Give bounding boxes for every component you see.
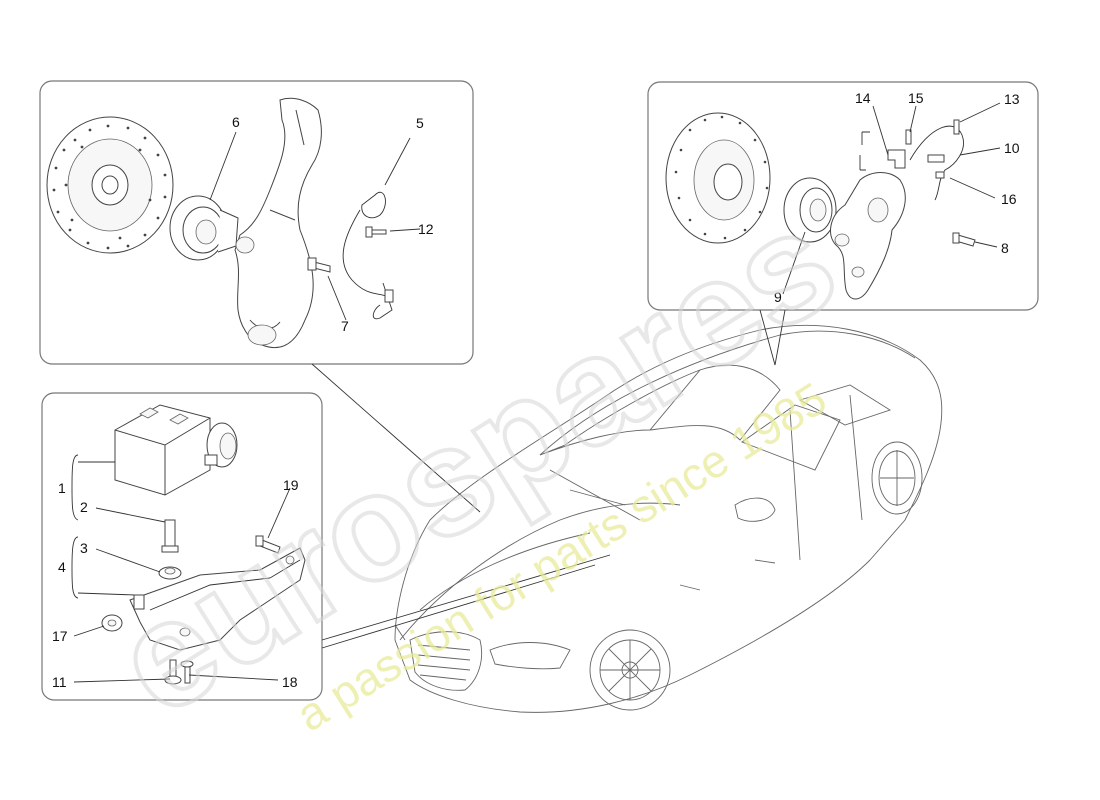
callout-18: 18 <box>282 674 298 690</box>
callout-2: 2 <box>80 499 88 515</box>
callout-5: 5 <box>416 115 424 131</box>
abs-rubber-grommet <box>158 566 182 580</box>
rear-brake-disc <box>665 112 771 244</box>
abs-mounting-stud <box>161 519 179 553</box>
front-brake-disc <box>46 116 174 254</box>
callout-16: 16 <box>1001 191 1017 207</box>
abs-lower-bolt <box>133 594 145 610</box>
abs-mounting-bracket <box>129 547 306 651</box>
rear-hub-bolt <box>952 232 976 247</box>
rear-screw-15 <box>905 129 912 145</box>
rear-hub-panel: 14 15 13 10 16 8 9 <box>647 81 1039 366</box>
abs-module-panel: 1 2 3 4 19 17 11 18 <box>41 392 611 701</box>
abs-bracket-bolt <box>255 535 281 554</box>
callout-4: 4 <box>58 559 66 575</box>
callout-3: 3 <box>80 540 88 556</box>
callout-11: 11 <box>52 674 67 690</box>
callout-17: 17 <box>52 628 68 644</box>
callout-7: 7 <box>341 318 349 334</box>
callout-9: 9 <box>774 289 782 305</box>
rear-wheel-hub <box>783 177 837 243</box>
callout-1: 1 <box>58 480 66 496</box>
rear-sensor-bracket <box>859 131 906 171</box>
front-hub-panel: 6 5 12 7 <box>39 80 481 513</box>
car-illustration <box>394 325 943 713</box>
front-steering-knuckle <box>234 97 322 349</box>
callout-8: 8 <box>1001 240 1009 256</box>
callout-15: 15 <box>908 90 924 106</box>
rear-screw-13 <box>953 119 960 135</box>
front-hub-bolt <box>307 257 331 273</box>
front-wheel-hub <box>169 195 239 261</box>
abs-fastener-18 <box>180 660 194 684</box>
abs-control-unit <box>114 404 238 496</box>
abs-fastener-11 <box>164 659 182 685</box>
callout-13: 13 <box>1004 91 1020 107</box>
callout-10: 10 <box>1004 140 1020 156</box>
callout-6: 6 <box>232 114 240 130</box>
rear-abs-sensor-cable <box>909 125 964 201</box>
callout-14: 14 <box>855 90 871 106</box>
abs-bracket-nut <box>101 614 123 632</box>
callout-12: 12 <box>418 221 434 237</box>
rear-hub-carrier <box>830 172 906 300</box>
front-abs-sensor-cable <box>342 192 394 320</box>
callout-19: 19 <box>283 477 299 493</box>
front-sensor-screw <box>365 226 387 238</box>
